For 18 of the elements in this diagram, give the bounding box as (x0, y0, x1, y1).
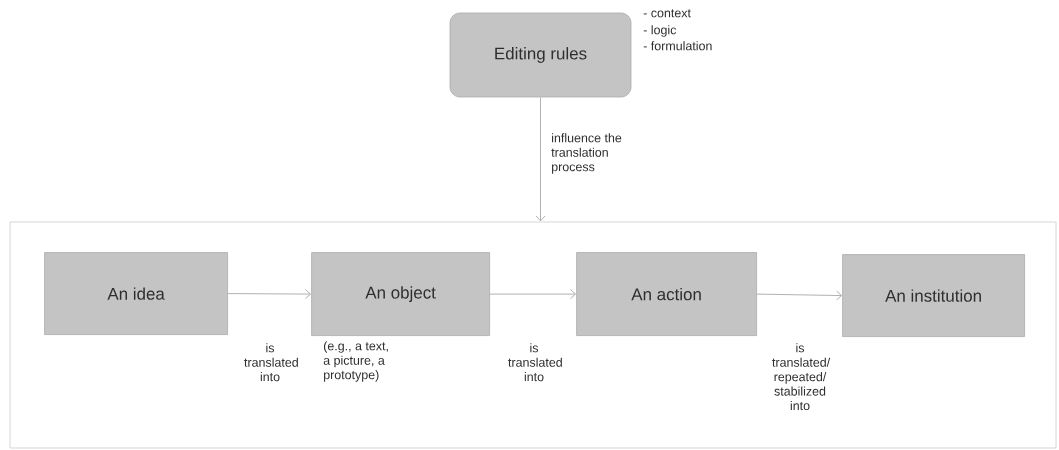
note-text: - context (643, 9, 691, 18)
panel-frame (9, 221, 1057, 449)
edge-label: is translated/ repeated/ stabilized into (772, 343, 831, 411)
arrow (489, 289, 576, 300)
edge-label: is translated into (244, 343, 298, 382)
edge-label: influence the translation process (551, 133, 622, 174)
rounded-box: Editing rules (449, 12, 632, 98)
process-box: An idea (44, 252, 228, 335)
note-text: - logic (643, 25, 677, 37)
edge-label: is translated into (508, 343, 562, 382)
note-text: - formulation (643, 41, 712, 51)
arrow (535, 96, 546, 222)
arrow (756, 290, 842, 301)
process-box: An object (311, 252, 490, 336)
process-box: An action (576, 252, 757, 336)
note-text: (e.g., a text, a picture, a prototype) (323, 341, 388, 382)
arrow (227, 289, 311, 299)
process-box: An institution (842, 254, 1025, 337)
